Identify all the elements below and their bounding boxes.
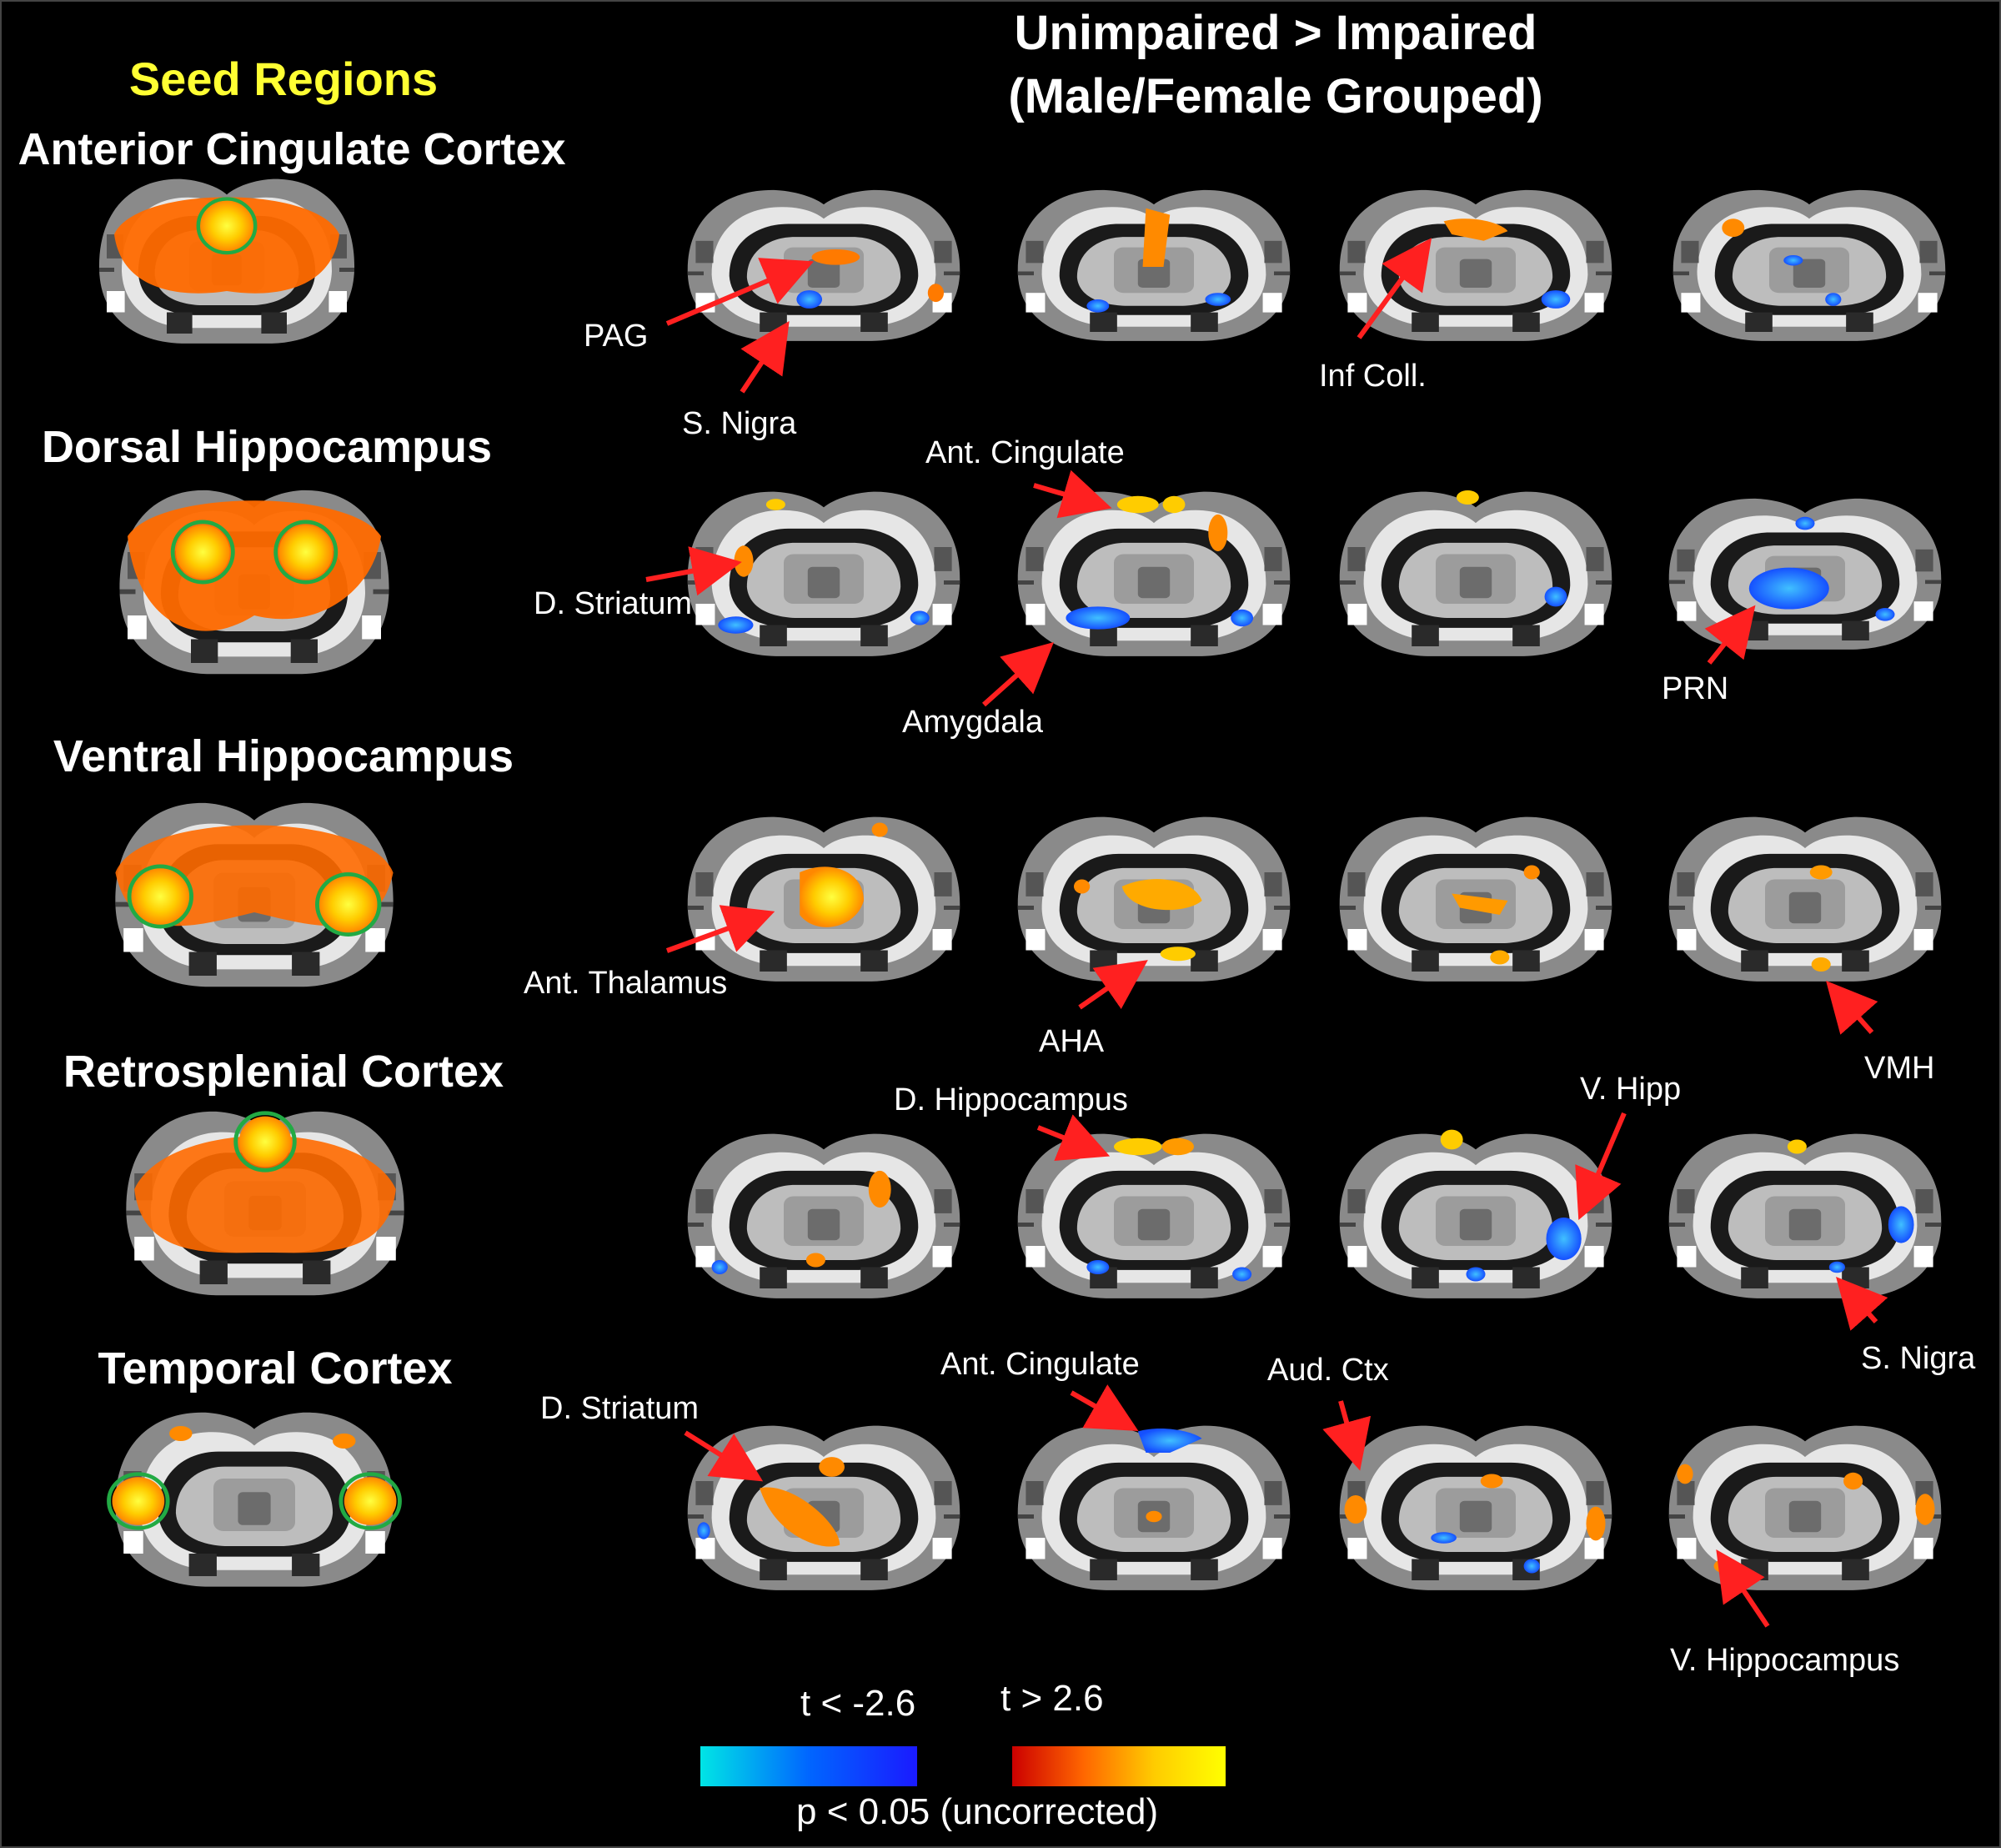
seed-circle <box>196 197 258 255</box>
result-slice-r3-c2 <box>1018 817 1291 982</box>
arrow-d-hippocampus <box>1036 1114 1111 1162</box>
arrow-d-striatum-2 <box>684 1430 764 1482</box>
row-title-retrosplenial-cortex: Retrosplenial Cortex <box>63 1047 504 1097</box>
arrow-pag <box>665 258 815 326</box>
label-d-hippocampus: D. Hippocampus <box>894 1082 1128 1117</box>
arrow-inf-coll <box>1357 238 1432 339</box>
label-aud-ctx: Aud. Ctx <box>1267 1353 1389 1388</box>
row-title-ventral-hippocampus: Ventral Hippocampus <box>53 731 514 781</box>
seed-slice-temporal <box>107 1413 402 1587</box>
seed-circle <box>233 1111 297 1173</box>
seed-slice-anterior-cingulate <box>99 179 354 344</box>
arrow-v-hippocampus <box>1716 1549 1770 1628</box>
seed-slice-retrosplenial <box>126 1112 404 1295</box>
arrow-aha <box>1078 960 1148 1010</box>
seed-circle <box>107 1472 170 1530</box>
result-slice-r1-c2 <box>1018 190 1291 341</box>
result-slice-r3-c4 <box>1669 817 1942 982</box>
seed-circle <box>273 520 339 585</box>
label-amygdala: Amygdala <box>902 705 1043 740</box>
result-slice-r1-c3 <box>1340 190 1612 341</box>
arrow-ant-cingulate-1 <box>1033 470 1112 519</box>
arrow-prn <box>1704 605 1756 665</box>
result-slice-r2-c1 <box>688 492 960 656</box>
seed-circle <box>170 520 235 585</box>
label-v-hippocampus: V. Hippocampus <box>1670 1643 1900 1678</box>
label-pag: PAG <box>584 319 649 354</box>
result-slice-r4-c3 <box>1340 1129 1612 1298</box>
arrows <box>645 238 1888 1628</box>
result-slice-r4-c2 <box>1018 1134 1291 1298</box>
result-slice-r4-c1 <box>688 1134 960 1298</box>
label-aha: AHA <box>1039 1024 1105 1059</box>
legend-positive-colorbar <box>1012 1746 1226 1786</box>
arrow-aud-ctx <box>1322 1400 1372 1471</box>
label-vmh: VMH <box>1864 1051 1935 1086</box>
row-title-dorsal-hippocampus: Dorsal Hippocampus <box>41 422 493 472</box>
main-title: Unimpaired > Impaired (Male/Female Group… <box>942 2 1609 128</box>
result-slice-r2-c3 <box>1340 490 1612 656</box>
label-ant-cingulate-2: Ant. Cingulate <box>940 1347 1140 1382</box>
result-slice-r4-c4 <box>1669 1134 1942 1298</box>
label-ant-thalamus: Ant. Thalamus <box>524 966 728 1001</box>
label-prn: PRN <box>1662 671 1729 706</box>
result-slice-r3-c3 <box>1340 817 1612 982</box>
label-v-hipp: V. Hipp <box>1580 1072 1682 1107</box>
row-title-anterior-cingulate: Anterior Cingulate Cortex <box>18 124 566 174</box>
legend-neg-label: t < -2.6 <box>800 1683 916 1724</box>
result-slice-r5-c2 <box>1018 1426 1291 1590</box>
result-slice-r2-c2 <box>1018 492 1291 656</box>
result-slice-r2-c4 <box>1669 499 1942 650</box>
seed-regions-heading: Seed Regions <box>128 53 439 105</box>
label-inf-coll: Inf Coll. <box>1319 359 1427 394</box>
result-slice-r5-c3 <box>1340 1426 1612 1590</box>
seed-circle <box>127 864 193 929</box>
seed-slice-ventral-hippocampus <box>115 803 393 987</box>
seed-circle <box>339 1472 402 1530</box>
label-d-striatum-1: D. Striatum <box>534 586 693 621</box>
label-s-nigra-2: S. Nigra <box>1861 1341 1976 1376</box>
arrow-v-hipp <box>1575 1112 1627 1221</box>
main-title-line1: Unimpaired > Impaired <box>1014 6 1537 60</box>
seed-slice-dorsal-hippocampus <box>119 490 389 674</box>
main-title-line2: (Male/Female Grouped) <box>1008 69 1543 123</box>
arrow-s-nigra-2 <box>1836 1277 1888 1331</box>
row-title-temporal-cortex: Temporal Cortex <box>98 1343 453 1394</box>
result-slice-r1-c1 <box>688 190 960 341</box>
result-slice-r3-c1 <box>688 817 960 982</box>
result-slice-r5-c1 <box>688 1426 960 1590</box>
arrow-amygdala <box>982 642 1054 707</box>
result-slice-r1-c4 <box>1673 190 1946 341</box>
label-ant-cingulate-1: Ant. Cingulate <box>925 435 1125 470</box>
label-s-nigra-1: S. Nigra <box>682 406 797 441</box>
seed-circle <box>315 872 382 937</box>
arrow-ant-thalamus <box>665 905 775 953</box>
legend-negative-colorbar <box>700 1746 917 1786</box>
result-slice-r5-c4 <box>1669 1426 1942 1590</box>
legend-p-label: p < 0.05 (uncorrected) <box>796 1791 1159 1832</box>
arrow-s-nigra-1 <box>740 321 790 394</box>
arrow-d-striatum-1 <box>645 546 742 596</box>
legend-pos-label: t > 2.6 <box>1000 1678 1104 1719</box>
label-d-striatum-2: D. Striatum <box>540 1391 700 1426</box>
arrow-ant-cingulate-2 <box>1070 1384 1139 1431</box>
arrow-vmh <box>1826 981 1878 1035</box>
